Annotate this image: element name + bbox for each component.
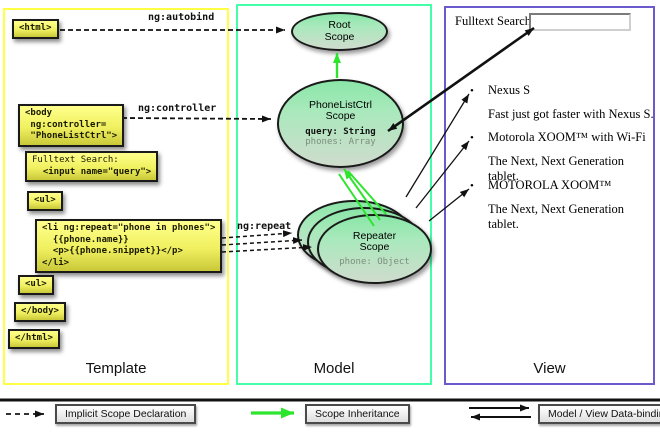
body-close-box: </body> xyxy=(14,302,66,322)
item-description: The Next, Next Generation tablet. xyxy=(488,154,625,183)
list-item: • MOTOROLA XOOM™ The Next, Next Generatio… xyxy=(470,178,655,232)
ng-controller-label: ng:controller xyxy=(138,103,217,114)
input-markup-line: <input name="query"> xyxy=(32,166,152,177)
bullet-icon: • xyxy=(470,85,474,97)
legend-model-view-databinding: Model / View Data-binding xyxy=(538,404,660,424)
list-item: • Nexus S Fast just got faster with Nexus… xyxy=(470,83,655,122)
body-open-box: <body ng:controller= "PhoneListCtrl"> xyxy=(18,104,125,147)
legend-implicit-scope-declaration: Implicit Scope Declaration xyxy=(55,404,197,424)
fulltext-markup-box: Fulltext Search: <input name="query"> xyxy=(25,151,159,182)
view-column-label: View xyxy=(533,360,566,377)
html-open-box: <html> xyxy=(12,19,59,39)
root-scope-title: Root Scope xyxy=(324,19,355,43)
bullet-icon: • xyxy=(470,180,474,192)
html-close-box: </html> xyxy=(8,329,60,349)
template-column-frame xyxy=(3,8,229,385)
root-scope-ellipse: Root Scope xyxy=(291,12,388,51)
legend-double-arrow-icon xyxy=(469,404,531,421)
item-title: Motorola XOOM™ with Wi-Fi xyxy=(488,130,646,144)
phones-property: phones: Array xyxy=(305,137,376,147)
item-description: Fast just got faster with Nexus S. xyxy=(488,107,654,121)
phonelistctrl-scope-ellipse: PhoneListCtrl Scope query: String phones… xyxy=(277,79,404,168)
li-repeat-box: <li ng:repeat="phone in phones"> {{phone… xyxy=(35,219,223,273)
list-item: • Motorola XOOM™ with Wi-Fi The Next, Nex… xyxy=(470,130,655,184)
repeater-scope-title: Repeater Scope xyxy=(352,229,397,254)
item-title: Nexus S xyxy=(488,83,531,97)
ng-autobind-label: ng:autobind xyxy=(148,12,215,23)
legend-scope-inheritance: Scope Inheritance xyxy=(305,404,410,424)
template-column-label: Template xyxy=(85,360,147,377)
bullet-icon: • xyxy=(470,132,474,144)
ul-open-box: <ul> xyxy=(27,191,63,211)
query-property: query: String xyxy=(305,126,376,137)
fulltext-search-input[interactable] xyxy=(529,13,631,31)
item-title: MOTOROLA XOOM™ xyxy=(488,178,612,192)
repeater-scope-ellipse-front: Repeater Scope phone: Object xyxy=(317,214,432,284)
ng-repeat-label: ng:repeat xyxy=(237,221,292,232)
phonelistctrl-scope-title: PhoneListCtrl Scope xyxy=(308,98,373,122)
model-column-label: Model xyxy=(313,360,355,377)
model-column-frame xyxy=(236,4,432,385)
phone-property: phone: Object xyxy=(339,256,410,267)
item-description: The Next, Next Generation tablet. xyxy=(488,202,625,231)
ul-close-box: <ul> xyxy=(18,275,54,295)
fulltext-search-label: Fulltext Search: xyxy=(455,14,535,28)
fulltext-label-line: Fulltext Search: xyxy=(32,155,119,165)
